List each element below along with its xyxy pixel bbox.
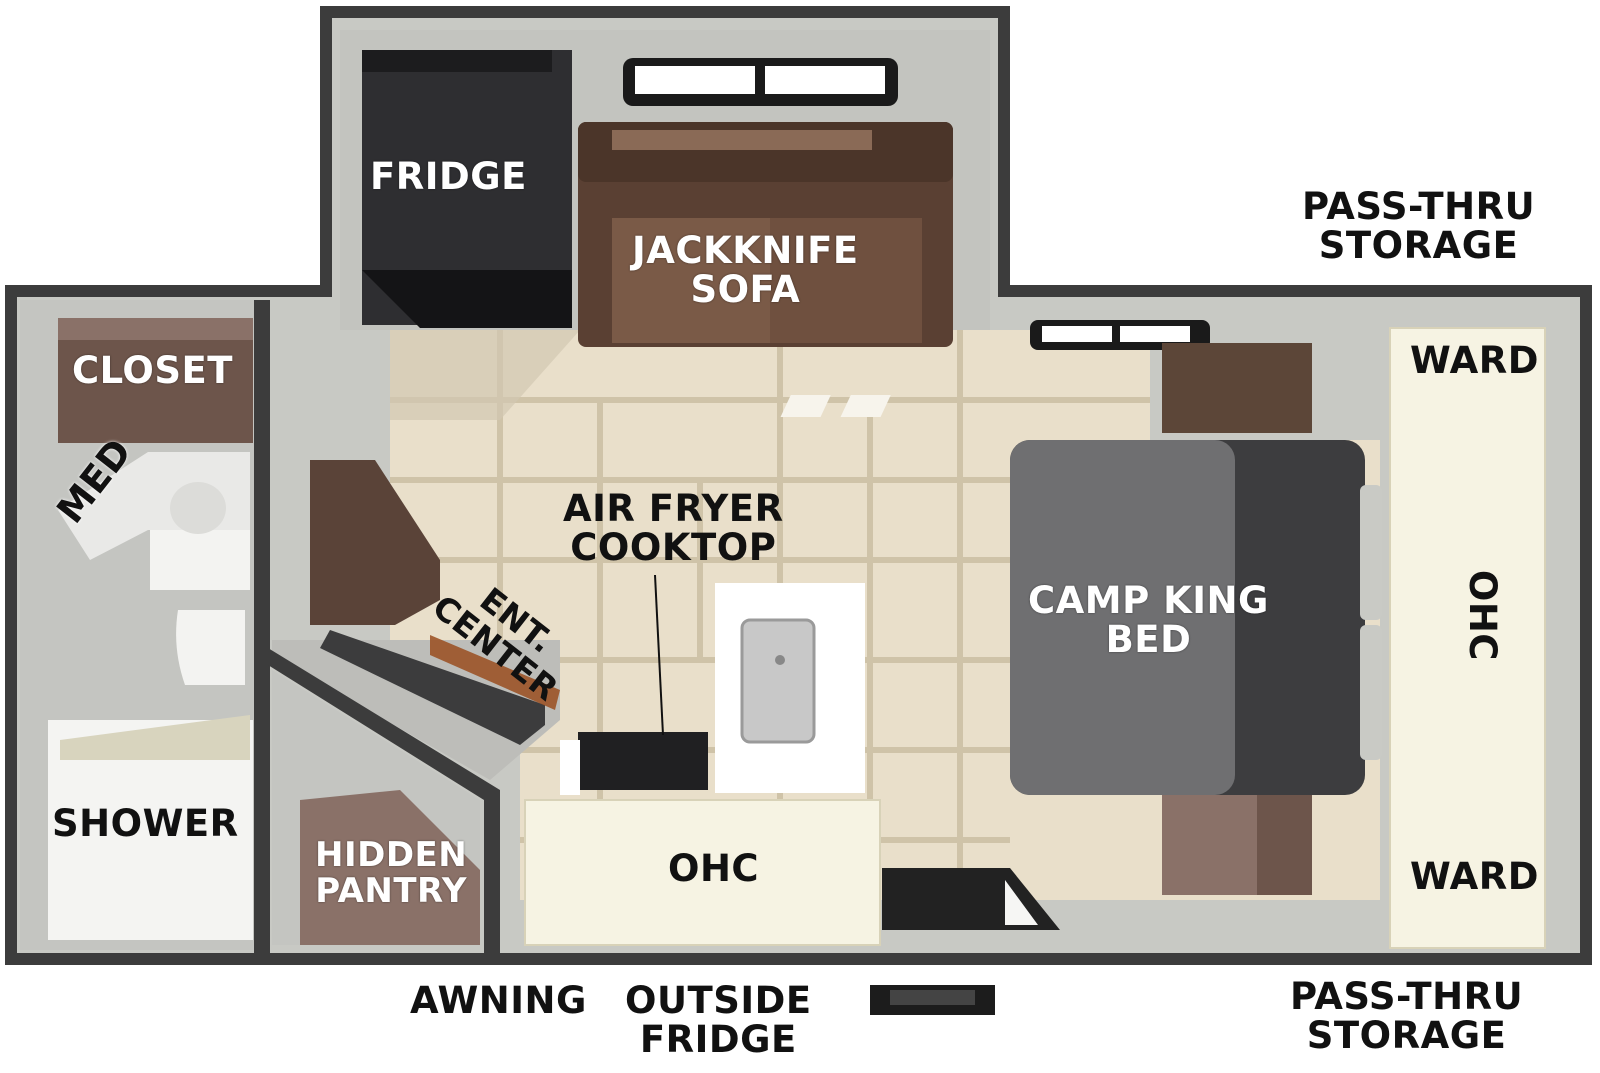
label-pass-thru-storage-bottom-line2: STORAGE xyxy=(1306,1013,1507,1057)
skylight-reflection-1 xyxy=(780,395,831,417)
sofa-cushion-right xyxy=(770,218,922,343)
closet-top xyxy=(58,318,253,340)
pantry-wall xyxy=(268,648,500,960)
shower-curtain xyxy=(60,715,250,760)
label-jackknife-sofa-line1: JACKKNIFE xyxy=(632,229,859,272)
window-small-glass-2 xyxy=(1120,326,1190,342)
sink-drain xyxy=(775,655,785,665)
label-closet: CLOSET xyxy=(72,349,234,392)
fireplace xyxy=(430,635,560,710)
label-outside-fridge-line1: OUTSIDE xyxy=(625,979,812,1022)
label-air-fryer-cooktop-line2: COOKTOP xyxy=(570,525,777,569)
tv-panel xyxy=(320,630,545,745)
label-camp-king-bed: CAMP KING BED xyxy=(1028,579,1269,661)
label-hidden-pantry-line2: PANTRY xyxy=(315,870,467,911)
label-ward-bottom: WARD xyxy=(1410,855,1539,898)
med-cabinet xyxy=(58,452,250,560)
bath-divider xyxy=(254,300,270,960)
label-hidden-pantry: HIDDEN PANTRY xyxy=(315,835,468,911)
floor-shadow xyxy=(390,330,580,420)
label-outside-fridge: OUTSIDE FRIDGE xyxy=(625,979,812,1061)
tv-cabinet xyxy=(310,460,440,625)
sofa-cushion-top-right xyxy=(742,130,872,150)
label-outside-fridge-line2: FRIDGE xyxy=(639,1017,797,1061)
nightstand-bottom-top xyxy=(1162,795,1257,895)
label-pass-thru-storage-top: PASS-THRU STORAGE xyxy=(1302,185,1536,267)
sofa-cushion-left xyxy=(612,218,770,343)
label-hidden-pantry-line1: HIDDEN xyxy=(315,835,468,875)
label-pass-thru-storage-top-line1: PASS-THRU xyxy=(1302,185,1536,228)
kitchen-sink xyxy=(740,618,816,744)
label-pass-thru-storage-top-line2: STORAGE xyxy=(1318,223,1519,267)
window-glass-right xyxy=(765,66,885,94)
label-awning: AWNING xyxy=(410,979,587,1022)
label-ohc-rear: OHC xyxy=(1460,569,1504,661)
label-jackknife-sofa-line2: SOFA xyxy=(690,267,801,311)
label-air-fryer-cooktop: AIR FRYER COOKTOP xyxy=(563,487,784,569)
sink-basin xyxy=(170,482,226,534)
fridge-top xyxy=(362,50,552,72)
label-fridge: FRIDGE xyxy=(370,155,527,198)
entry-step-inner xyxy=(890,990,975,1005)
rear-wardrobe xyxy=(1389,327,1546,949)
skylight-reflection-2 xyxy=(840,395,891,417)
sofa-cushion-top-left xyxy=(612,130,742,150)
label-pass-thru-storage-bottom: PASS-THRU STORAGE xyxy=(1290,975,1524,1057)
ward-hinge-1 xyxy=(1360,485,1382,620)
ward-hinge-2 xyxy=(1360,625,1382,760)
toilet xyxy=(176,610,245,685)
kitchen-ohc xyxy=(524,799,881,946)
window-small-glass xyxy=(1042,326,1112,342)
label-ward-top: WARD xyxy=(1410,339,1539,382)
counter-side xyxy=(560,740,580,795)
nightstand-top xyxy=(1162,343,1312,433)
label-air-fryer-cooktop-line1: AIR FRYER xyxy=(563,487,784,530)
label-shower: SHOWER xyxy=(52,802,239,845)
cooktop-leader-line xyxy=(654,574,664,736)
hatch-panel xyxy=(1005,880,1038,925)
vanity-sink xyxy=(150,530,250,590)
label-pass-thru-storage-bottom-line1: PASS-THRU xyxy=(1290,975,1524,1018)
bed-mattress xyxy=(1010,440,1235,795)
label-jackknife-sofa: JACKKNIFE SOFA xyxy=(632,229,859,311)
window-glass-left xyxy=(635,66,755,94)
label-ohc-kitchen: OHC xyxy=(668,847,760,890)
pantry-stairs xyxy=(300,790,480,945)
cooktop xyxy=(578,732,708,790)
fridge-bottom xyxy=(362,270,572,328)
label-camp-king-bed-line1: CAMP KING xyxy=(1028,579,1269,622)
label-camp-king-bed-line2: BED xyxy=(1105,617,1192,661)
